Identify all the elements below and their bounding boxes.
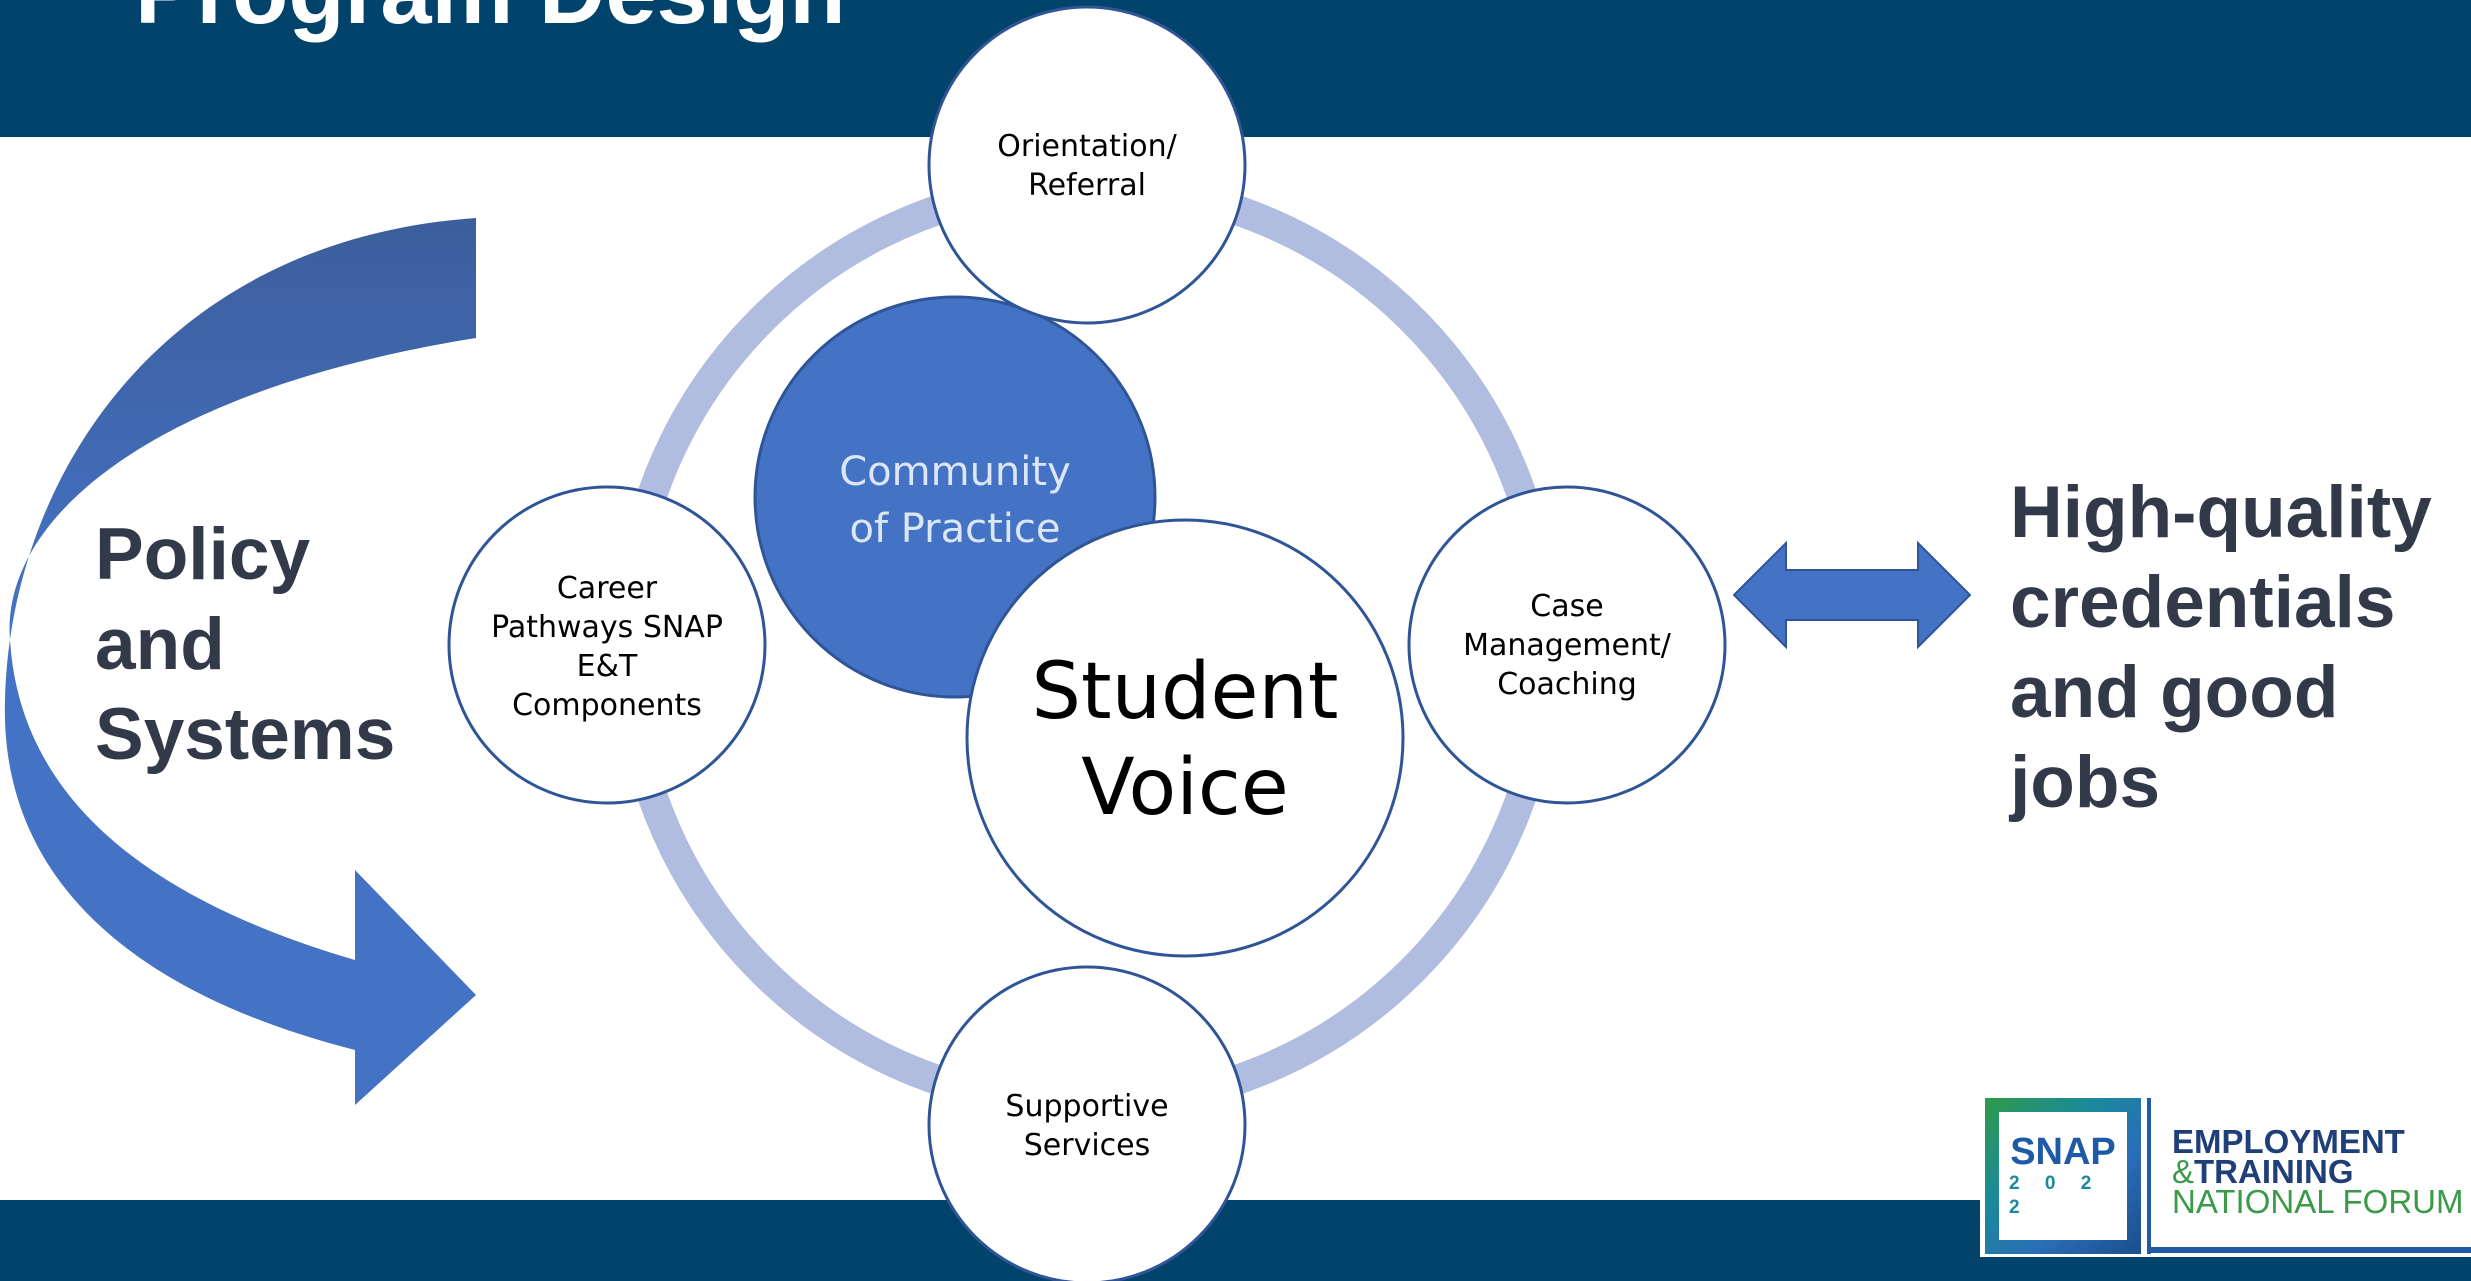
student-label-line2: Voice [1081,743,1289,833]
case-management-node: Case Management/ Coaching [1407,485,1727,805]
snap-badge: SNAP 2 0 2 2 [1985,1098,2141,1254]
case-label-line3: Coaching [1497,667,1637,702]
supportive-label-line2: Services [1024,1128,1151,1163]
outcome-line2: credentials [2010,562,2396,643]
community-label-line2: of Practice [849,506,1060,552]
outcome-label: High-quality credentials and good jobs [2010,468,2432,828]
logo-line3: NATIONAL FORUM [2172,1183,2464,1220]
orientation-referral-node: Orientation/ Referral [927,5,1247,325]
case-label-line1: Case [1530,589,1603,624]
logo-divider [2147,1098,2151,1254]
logo-underline [2151,1247,2471,1253]
page-title: Program Design [135,0,846,42]
policy-line1: Policy [95,514,311,595]
logo-forum-text: EMPLOYMENT &TRAINING NATIONAL FORUM [2172,1123,2464,1220]
orientation-label-line2: Referral [1028,168,1146,203]
supportive-services-node: Supportive Services [927,965,1247,1281]
logo-year-text: 2 0 2 2 [2009,1173,2102,1218]
student-voice-circle: Student Voice [965,518,1405,958]
student-label-line1: Student [1031,647,1338,737]
policy-line3: Systems [95,694,396,775]
policy-systems-label: Policy and Systems [95,510,395,780]
logo-line2: &TRAINING [2172,1155,2464,1188]
snap-forum-logo: SNAP 2 0 2 2 EMPLOYMENT &TRAINING NATION… [1980,1095,2471,1257]
outcome-line3: and good [2010,652,2339,733]
policy-line2: and [95,604,225,685]
outcome-line4: jobs [2010,742,2161,823]
career-label-line4: Components [512,688,702,723]
logo-line1: EMPLOYMENT [2172,1123,2405,1160]
orientation-label-line1: Orientation/ [997,129,1177,164]
supportive-label-line1: Supportive [1005,1089,1168,1124]
career-label-line3: E&T [577,649,638,684]
community-label-line1: Community [839,449,1071,495]
logo-snap-text: SNAP [2010,1131,2116,1173]
logo-amp: & [2172,1153,2195,1190]
logo-line2-text: TRAINING [2194,1153,2354,1190]
career-label-line2: Pathways SNAP [491,610,723,645]
case-label-line2: Management/ [1463,628,1672,663]
double-arrow-icon [1732,540,1972,650]
career-label-line1: Career [557,571,658,606]
outcome-line1: High-quality [2010,472,2432,553]
career-pathways-node: Career Pathways SNAP E&T Components [447,485,767,805]
curved-arrow-icon [4,218,476,1105]
